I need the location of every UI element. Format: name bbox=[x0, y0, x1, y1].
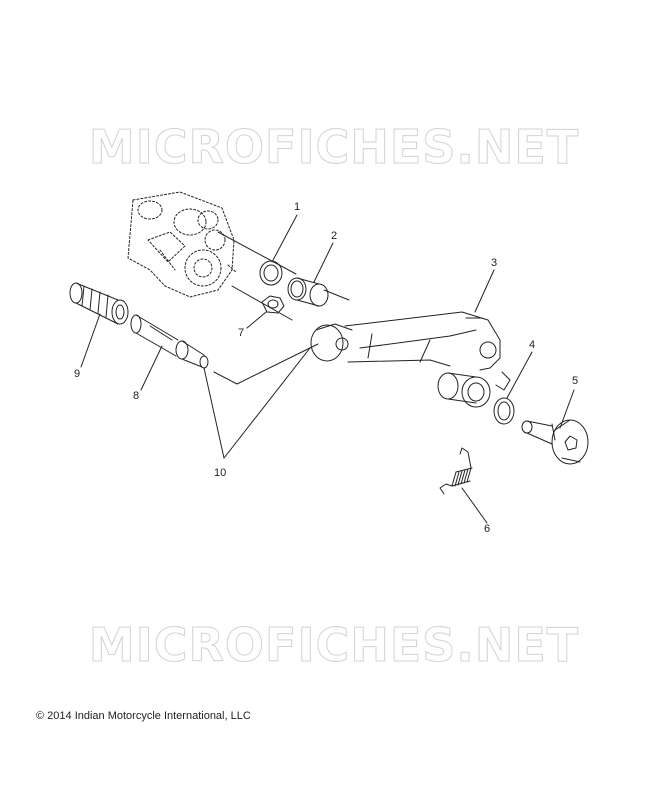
callout-3: 3 bbox=[491, 257, 498, 269]
callout-7: 7 bbox=[238, 327, 245, 339]
callout-10: 10 bbox=[214, 467, 227, 479]
callout-6: 6 bbox=[484, 523, 491, 535]
callout-1: 1 bbox=[294, 201, 301, 213]
copyright-text: © 2014 Indian Motorcycle International, … bbox=[36, 710, 251, 722]
watermark-top: MICROFICHES.NET bbox=[88, 120, 580, 175]
callout-8: 8 bbox=[133, 390, 140, 402]
part-9-footpeg-rubber bbox=[69, 282, 129, 325]
callout-5: 5 bbox=[572, 375, 579, 387]
part-4-washer bbox=[493, 397, 515, 425]
part-5-bolt bbox=[521, 419, 589, 465]
part-7-nut bbox=[261, 295, 285, 314]
part-3-brake-lever bbox=[310, 311, 511, 408]
part-6-spring bbox=[439, 447, 473, 495]
part-2-bushing bbox=[287, 277, 329, 307]
callout-4: 4 bbox=[529, 339, 536, 351]
callout-leaders bbox=[80, 214, 575, 524]
callout-2: 2 bbox=[331, 230, 338, 242]
callout-9: 9 bbox=[74, 368, 81, 380]
watermark-bottom: MICROFICHES.NET bbox=[88, 618, 580, 673]
part-8-peg-shaft bbox=[130, 314, 209, 369]
part-1-washer bbox=[259, 260, 283, 286]
engine-case bbox=[127, 191, 237, 298]
